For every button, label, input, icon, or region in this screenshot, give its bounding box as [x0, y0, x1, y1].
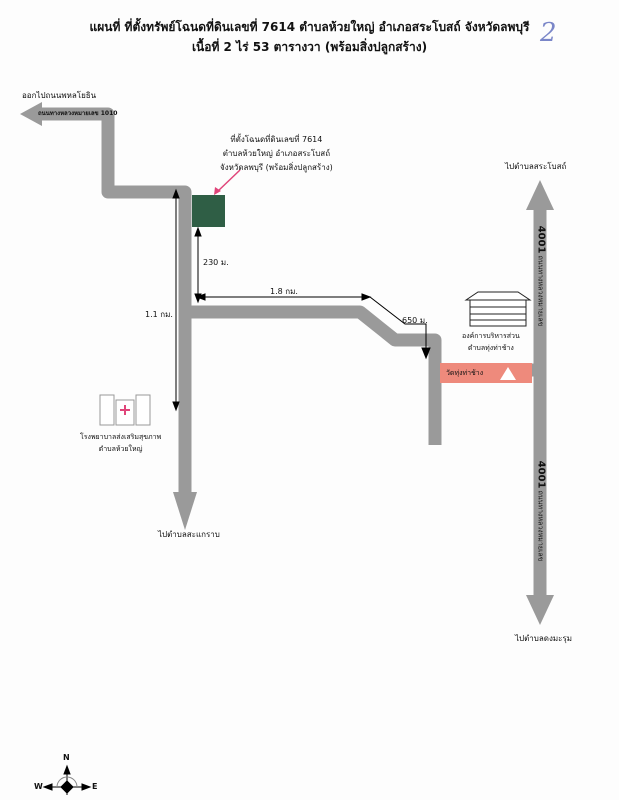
compass-w: W	[34, 782, 43, 791]
sao-line2: ตำบลทุ่งท่าช้าง	[467, 344, 514, 352]
label-sao: องค์การบริหารส่วน ตำบลทุ่งท่าช้าง	[462, 330, 520, 354]
label-to-sabot: ไปตำบลสระโบสถ์	[505, 162, 567, 171]
sao-building-icon	[464, 291, 532, 327]
property-parcel	[192, 195, 225, 227]
compass-n: N	[63, 753, 70, 762]
road-1010	[38, 107, 192, 500]
temple-icon	[500, 367, 516, 380]
label-exit-phahon: ออกไปถนนพหลโยธิน	[22, 91, 97, 100]
arrow-west-1010	[20, 102, 42, 126]
road-4001-text: ถนนทางหลวงหมายเลข	[536, 490, 545, 562]
page-number-mark: 2	[540, 18, 557, 48]
hospital-icon	[99, 394, 151, 426]
property-pointer	[216, 169, 241, 193]
label-dist-1-8: 1.8 กม.	[270, 287, 298, 296]
property-line3: จังหวัดลพบุรี (พร้อมสิ่งปลูกสร้าง)	[220, 163, 333, 172]
hospital-line1: โรงพยาบาลส่งเสริมสุขภาพ	[80, 433, 162, 441]
label-road-4001-south: 4001 ถนนทางหลวงหมายเลข	[534, 461, 546, 562]
compass-icon	[42, 764, 92, 795]
label-property: ที่ตั้งโฉนดที่ดินเลขที่ 7614 ตำบลห้วยใหญ…	[220, 133, 333, 175]
label-dist-230: 230 ม.	[203, 258, 229, 267]
label-dist-1-1: 1.1 กม.	[145, 310, 173, 319]
label-road-1010: ถนนทางหลวงหมายเลข 1010	[38, 110, 118, 117]
hospital-line2: ตำบลห้วยใหญ่	[98, 445, 143, 453]
label-road-4001-north: 4001 ถนนทางหลวงหมายเลข	[534, 226, 546, 327]
compass-e: E	[92, 782, 98, 791]
arrow-south-sakaeo	[173, 492, 197, 530]
property-line1: ที่ตั้งโฉนดที่ดินเลขที่ 7614	[230, 135, 323, 144]
road-4001-number: 4001	[535, 460, 547, 489]
map-title: แผนที่ ที่ตั้งทรัพย์โฉนดที่ดินเลขที่ 761…	[89, 20, 530, 34]
label-hospital: โรงพยาบาลส่งเสริมสุขภาพ ตำบลห้วยใหญ่	[80, 431, 161, 455]
label-dist-650: 650 ม.	[402, 316, 428, 325]
arrow-north-sabot	[526, 180, 554, 210]
property-line2: ตำบลห้วยใหญ่ อำเภอสระโบสถ์	[222, 149, 331, 158]
sao-line1: องค์การบริหารส่วน	[462, 332, 520, 340]
label-temple: วัดทุ่งท่าช้าง	[446, 369, 484, 377]
road-branch	[185, 305, 442, 445]
road-4001-number: 4001	[535, 225, 547, 254]
road-4001-text: ถนนทางหลวงหมายเลข	[536, 255, 545, 327]
label-to-dongmarum: ไปตำบลดงมะรุม	[515, 634, 573, 643]
map-subtitle: เนื้อที่ 2 ไร่ 53 ตารางวา (พร้อมสิ่งปลูก…	[191, 40, 428, 54]
label-to-sakaeo: ไปตำบลสะแกราบ	[158, 530, 220, 539]
arrow-south-dongmarum	[526, 595, 554, 625]
